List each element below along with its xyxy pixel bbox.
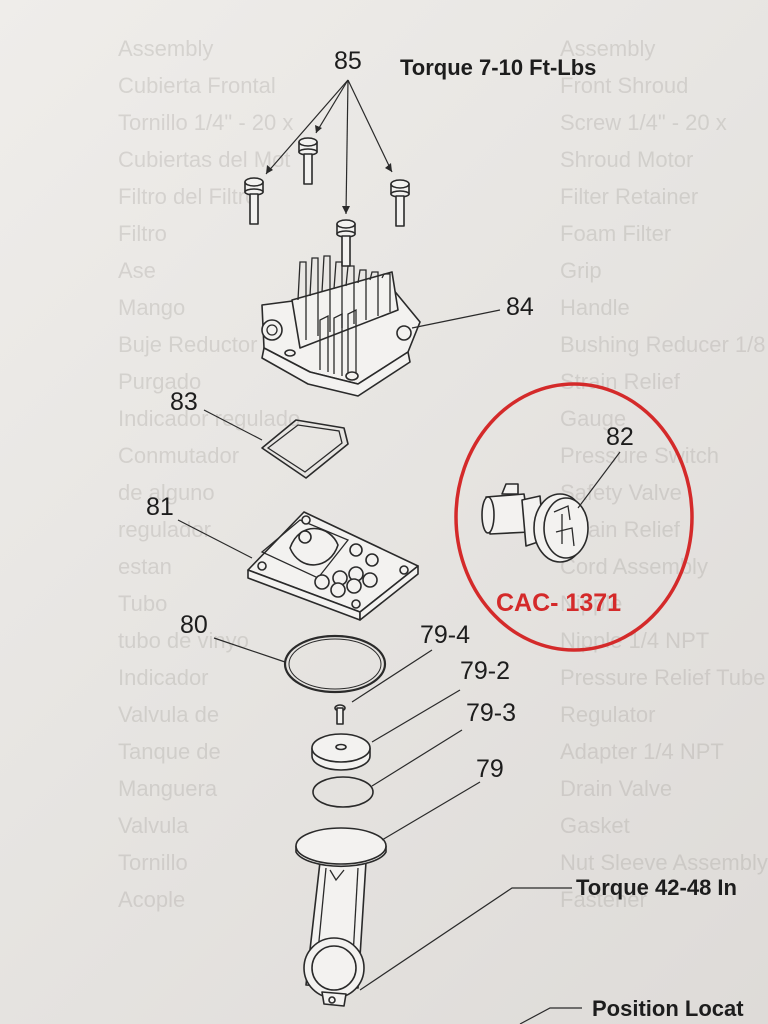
part-79-connecting-rod	[295, 781, 582, 1024]
callout-79-4: 79-4	[420, 621, 470, 649]
callout-81: 81	[146, 493, 174, 521]
background-right-row: Fastener	[560, 887, 647, 912]
part-80-o-ring	[213, 634, 387, 694]
background-right-row: Gasket	[560, 813, 630, 838]
background-right-row: Grip	[560, 258, 602, 283]
background-left-row: Assembly	[118, 36, 214, 61]
background-left-row: Purgado	[118, 369, 202, 394]
background-right-row: Nipple	[560, 591, 623, 616]
background-left-row: Cubiertas del Mot	[118, 147, 291, 172]
callout-83: 83	[170, 388, 198, 416]
callout-79: 79	[476, 755, 504, 783]
background-right-row: Safety Valve	[560, 480, 682, 505]
part-84-cylinder-head	[261, 255, 501, 397]
background-left-row: Filtro del Filtro	[118, 184, 258, 209]
part-79-4-screw	[334, 649, 433, 725]
callout-85: 85	[334, 47, 362, 75]
background-left-row: Ase	[118, 258, 156, 283]
callout-82: 82	[606, 423, 634, 451]
background-left-row: Manguera	[118, 776, 218, 801]
part-85-bolts	[244, 79, 410, 267]
background-right-row: Filter Retainer	[560, 184, 699, 209]
callout-80: 80	[180, 611, 208, 639]
background-right-row: Gauge	[560, 406, 627, 431]
background-right-row: Handle	[560, 295, 630, 320]
background-left-row: Indicador regulado	[118, 406, 301, 431]
part-79-2-retainer	[311, 689, 461, 771]
background-left-row: Tornillo 1/4" - 20 x	[118, 110, 294, 135]
callout-79-2: 79-2	[460, 657, 510, 685]
part-83-head-gasket	[203, 409, 349, 479]
background-left-row: de alguno	[118, 480, 215, 505]
background-left-row: Acople	[118, 887, 186, 912]
background-left-row: Valvula de	[118, 702, 220, 727]
background-right-row: Strain Relief	[560, 369, 680, 394]
torque-note-head: Torque 7-10 Ft-Lbs	[400, 55, 596, 80]
background-right-row: Assembly	[560, 36, 656, 61]
torque-note-rod: Torque 42-48 In	[576, 875, 737, 900]
background-right-row: Adapter 1/4 NPT	[560, 739, 724, 764]
background-left-row: Cubierta Frontal	[118, 73, 276, 98]
background-right-row: Screw 1/4" - 20 x	[560, 110, 727, 135]
background-right-row: Drain Valve	[560, 776, 673, 801]
callout-79-3: 79-3	[466, 699, 516, 727]
callout-84: 84	[506, 293, 534, 321]
background-right-row: Shroud Motor	[560, 147, 694, 172]
background-right-row: Pressure Switch	[560, 443, 719, 468]
background-left-row: Tornillo	[118, 850, 188, 875]
background-right-row: Front Shroud	[560, 73, 689, 98]
part-code-label: CAC- 1371	[496, 589, 621, 617]
background-right-row: Pressure Relief Tube	[560, 665, 766, 690]
part-79-3-seal	[312, 729, 463, 808]
background-right-row: Foam Filter	[560, 221, 672, 246]
background-left-row: tubo de vinyo	[118, 628, 249, 653]
background-left-row: Tanque de	[118, 739, 221, 764]
part-81-valve-plate	[177, 511, 419, 621]
background-left-row: estan	[118, 554, 172, 579]
highlight-circle	[454, 382, 694, 652]
background-left-row: Conmutador	[118, 443, 240, 468]
part-82-gauge	[454, 382, 694, 652]
background-left-row: Filtro	[118, 221, 167, 246]
background-left-row: Indicador	[118, 665, 209, 690]
background-left-row: Mango	[118, 295, 186, 320]
background-right-row: Regulator	[560, 702, 656, 727]
background-left-row: Tubo	[118, 591, 168, 616]
background-right-row: Nut Sleeve Assembly	[560, 850, 768, 875]
background-right-row: Bushing Reducer 1/8	[560, 332, 766, 357]
position-note: Position Locat	[592, 996, 744, 1021]
background-left-row: Valvula	[118, 813, 189, 838]
